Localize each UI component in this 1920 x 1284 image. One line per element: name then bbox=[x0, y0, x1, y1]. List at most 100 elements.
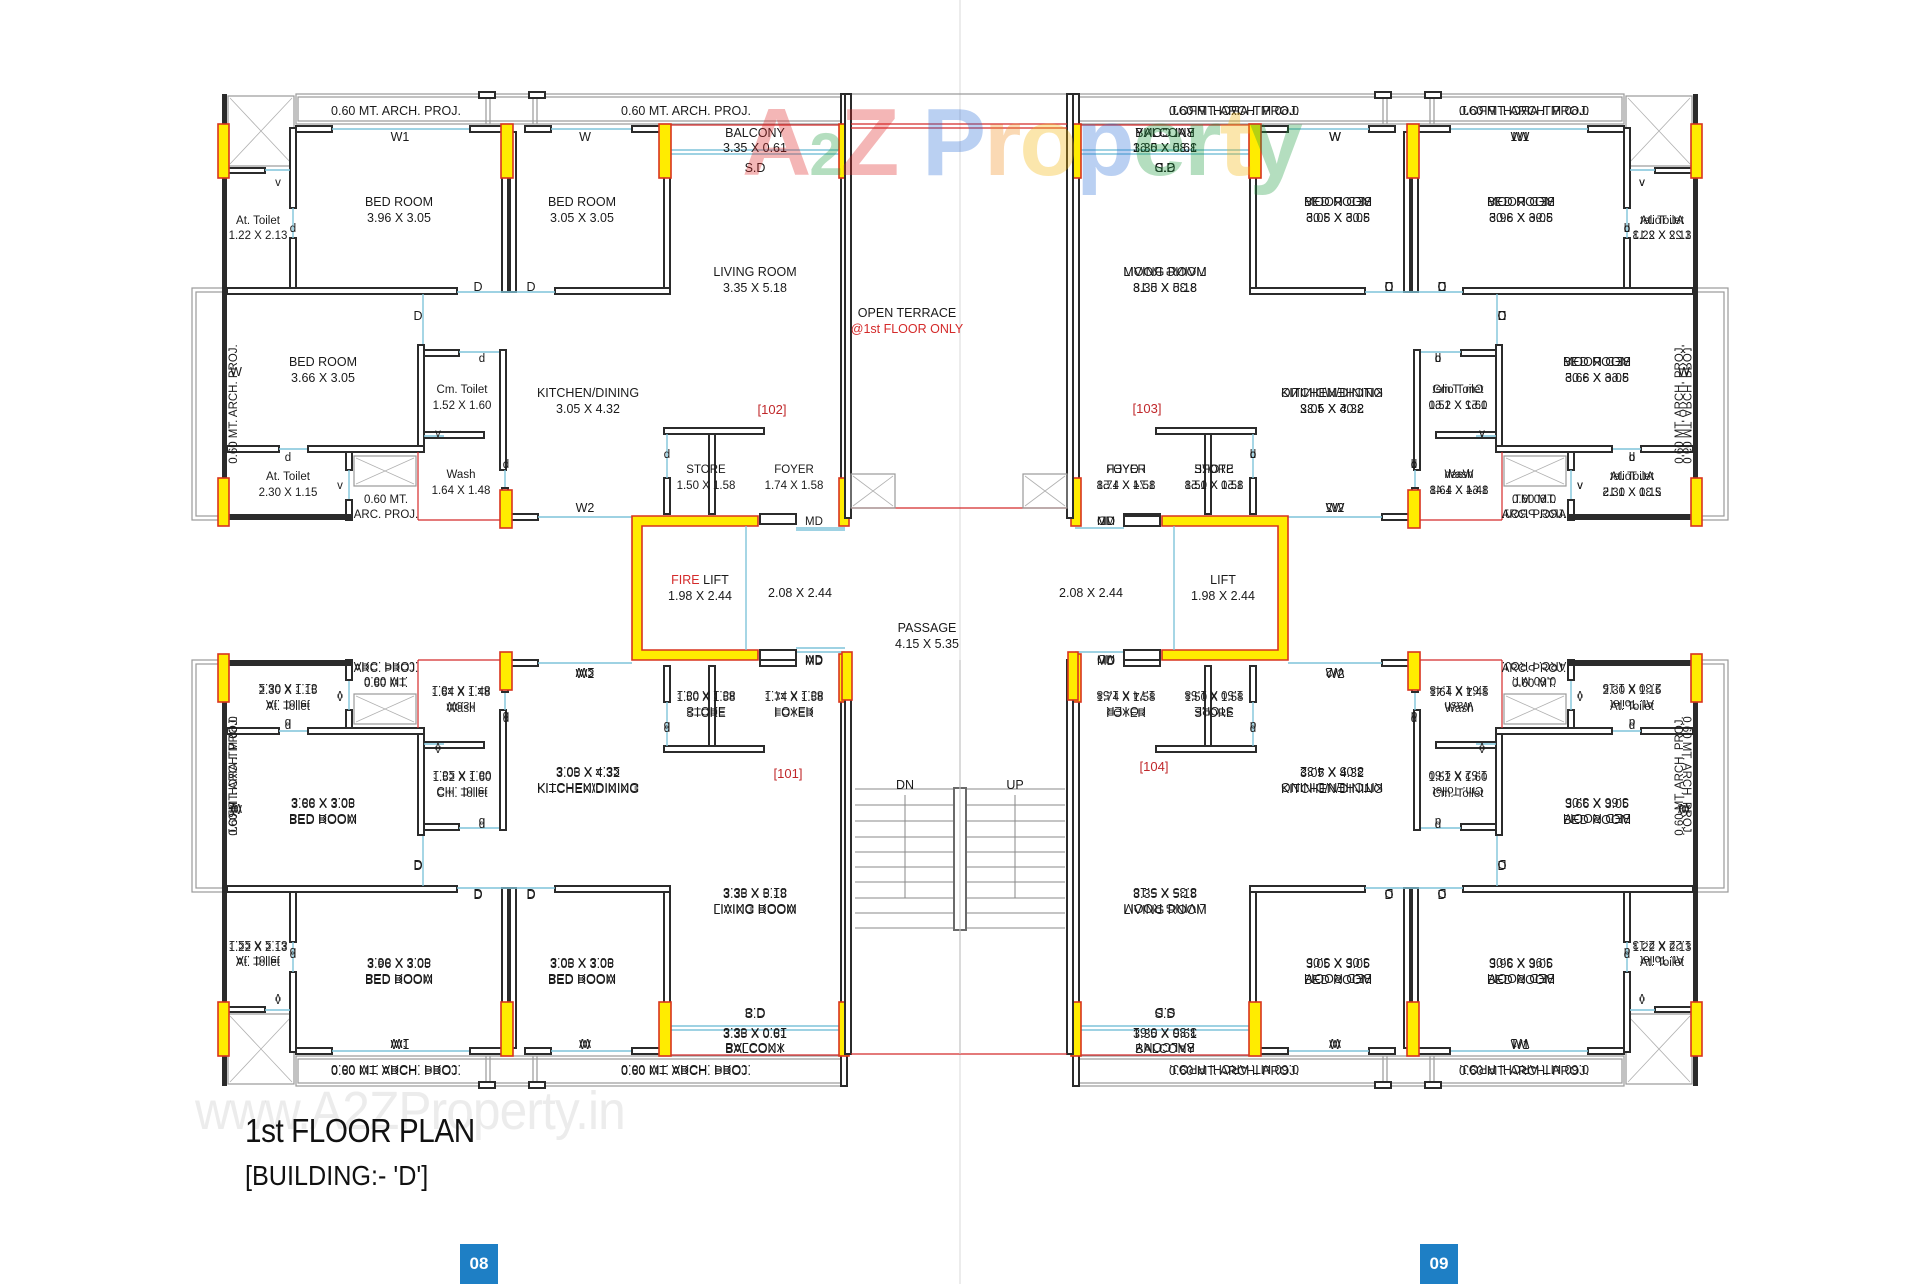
page-gutter bbox=[959, 0, 961, 1284]
toilet-label: At. Toilet bbox=[266, 701, 311, 713]
sliding-door-label: S.D bbox=[745, 1007, 766, 1021]
main-door-label: MD bbox=[1097, 516, 1115, 528]
bedroom-label: BED ROOM bbox=[1487, 195, 1555, 209]
cm-toilet-dim: 1.52 X 1.60 bbox=[1429, 772, 1488, 784]
foyer-label: FOYER bbox=[774, 708, 814, 720]
lift-main bbox=[1161, 515, 1289, 661]
arch-proj-label: 0.60 MT. ARCH. PROJ. bbox=[1169, 1064, 1299, 1078]
living-dim: 3.35 X 5.18 bbox=[723, 887, 787, 901]
arc-proj-label: 0.60 MT. bbox=[1512, 494, 1556, 506]
watermark-letter: y bbox=[1249, 89, 1302, 196]
ventilator-label: v bbox=[337, 692, 343, 704]
main-door-label: MD bbox=[1097, 516, 1115, 528]
window-label: W bbox=[579, 1038, 591, 1052]
toilet-label: At. Toilet bbox=[236, 957, 281, 969]
toilet-dim: 2.30 X 1.15 bbox=[1603, 685, 1662, 697]
door-label: d bbox=[664, 723, 670, 735]
bedroom-label: BED ROOM bbox=[365, 973, 433, 987]
watermark-letter: r bbox=[984, 89, 1021, 196]
window-label: W bbox=[1329, 130, 1341, 144]
bedroom-label: BED ROOM bbox=[1304, 195, 1372, 209]
arch-proj-vertical: 0.60 MT. ARCH. PROJ. bbox=[1674, 344, 1686, 464]
kitchen-dim: 3.05 X 4.32 bbox=[1300, 402, 1364, 416]
bedroom-label: BED ROOM bbox=[548, 973, 616, 987]
passage-label: PASSAGE bbox=[898, 621, 957, 635]
bedroom-dim: 3.66 X 3.05 bbox=[1565, 797, 1629, 811]
main-door-label: MD bbox=[1097, 656, 1115, 668]
kitchen-dim: 3.05 X 4.32 bbox=[1300, 766, 1364, 780]
foyer-dim: 1.74 X 1.58 bbox=[1097, 692, 1156, 704]
sliding-door-label: S.D bbox=[1155, 1007, 1176, 1021]
sliding-door-label: S.D bbox=[1155, 161, 1176, 175]
store-label: STORE bbox=[1194, 708, 1234, 720]
wash-dim: 1.64 X 1.48 bbox=[1430, 485, 1489, 497]
store-dim: 1.50 X 1.58 bbox=[1185, 480, 1244, 492]
window-label: W1 bbox=[391, 1038, 410, 1052]
foyer-label: FOYER bbox=[1106, 708, 1146, 720]
window-label: W2 bbox=[1326, 667, 1345, 681]
store-dim: 1.50 X 1.58 bbox=[677, 692, 736, 704]
ventilator-label: v bbox=[1577, 692, 1583, 704]
watermark-letter: P bbox=[922, 89, 986, 196]
wash-dim: 1.64 X 1.48 bbox=[432, 687, 491, 699]
toilet-dim: 2.30 X 1.15 bbox=[259, 685, 318, 697]
main-door-label: MD bbox=[805, 655, 823, 667]
bedroom-label: BED ROOM bbox=[1304, 973, 1372, 987]
toilet-label: At. Toilet bbox=[1640, 215, 1685, 227]
ventilator-label: v bbox=[1479, 428, 1485, 440]
foyer-dim: 1.74 X 1.58 bbox=[765, 692, 824, 704]
lift-label: LIFT bbox=[1210, 573, 1236, 587]
watermark-letter: e bbox=[1132, 89, 1186, 196]
stair-up-label: UP bbox=[1006, 778, 1023, 792]
window-label: W2 bbox=[576, 667, 595, 681]
door-label: d bbox=[1411, 713, 1417, 725]
arc-proj-label: ARC. PROJ. bbox=[354, 663, 419, 675]
door-label: d bbox=[479, 819, 485, 831]
arch-proj-label: 0.60 MT. ARCH. PROJ. bbox=[1459, 104, 1589, 118]
foyer-label: FOYER bbox=[1106, 464, 1146, 476]
door-label: d bbox=[1250, 449, 1256, 461]
watermark-letter: r bbox=[1184, 89, 1221, 196]
bedroom-dim: 3.05 X 3.05 bbox=[1306, 957, 1370, 971]
plan-title: 1st FLOOR PLAN bbox=[245, 1112, 475, 1149]
watermark-letter: A bbox=[742, 89, 811, 196]
window-label: W1 bbox=[1511, 130, 1530, 144]
door-label: D bbox=[413, 859, 422, 873]
balcony-label: BALCONY bbox=[1135, 1042, 1195, 1056]
cm-toilet-label: Cm. Toilet bbox=[1433, 384, 1485, 396]
window-label: W1 bbox=[1511, 1038, 1530, 1052]
watermark-letter bbox=[897, 88, 922, 198]
bedroom-dim: 3.05 X 3.05 bbox=[1306, 211, 1370, 225]
window-label: W2 bbox=[1326, 501, 1345, 515]
flat-number-102: [102] bbox=[758, 402, 787, 417]
cm-toilet-label: Cm. Toilet bbox=[437, 788, 489, 800]
wash-dim: 1.64 X 1.48 bbox=[1430, 687, 1489, 699]
open-terrace-note: @1st FLOOR ONLY bbox=[851, 322, 964, 336]
balcony-dim: 3.35 X 0.61 bbox=[723, 1027, 787, 1041]
open-terrace-label: OPEN TERRACE bbox=[858, 306, 956, 320]
foyer-dim: 1.74 X 1.58 bbox=[1097, 480, 1156, 492]
bedroom-dim: 3.66 X 3.05 bbox=[1565, 371, 1629, 385]
bedroom-dim: 3.96 X 3.05 bbox=[1489, 211, 1553, 225]
bedroom-dim: 3.66 X 3.05 bbox=[291, 797, 355, 811]
store-label: STORE bbox=[1194, 464, 1234, 476]
kitchen-label: KITCHEN/DINING bbox=[1281, 386, 1383, 400]
right-page bbox=[961, 0, 1920, 1284]
bedroom-dim: 3.05 X 3.05 bbox=[550, 957, 614, 971]
door-label: d bbox=[1250, 723, 1256, 735]
arc-proj-label: 0.60 MT. bbox=[364, 678, 408, 690]
door-label: d bbox=[1411, 459, 1417, 471]
door-label: D bbox=[1497, 859, 1506, 873]
arch-proj-vertical: 0.60 MT. ARCH. PROJ. bbox=[1674, 716, 1686, 836]
kitchen-dim: 3.05 X 4.32 bbox=[556, 766, 620, 780]
door-label: d bbox=[290, 949, 296, 961]
watermark-letter: t bbox=[1219, 89, 1251, 196]
balcony-label: BALCONY bbox=[725, 1042, 785, 1056]
balcony-dim: 3.35 X 0.61 bbox=[1133, 1027, 1197, 1041]
wash-label: Wash bbox=[1445, 469, 1474, 481]
bedroom-label: BED ROOM bbox=[289, 813, 357, 827]
toilet-dim: 2.30 X 1.15 bbox=[1603, 487, 1662, 499]
watermark-letter: o bbox=[1019, 89, 1078, 196]
